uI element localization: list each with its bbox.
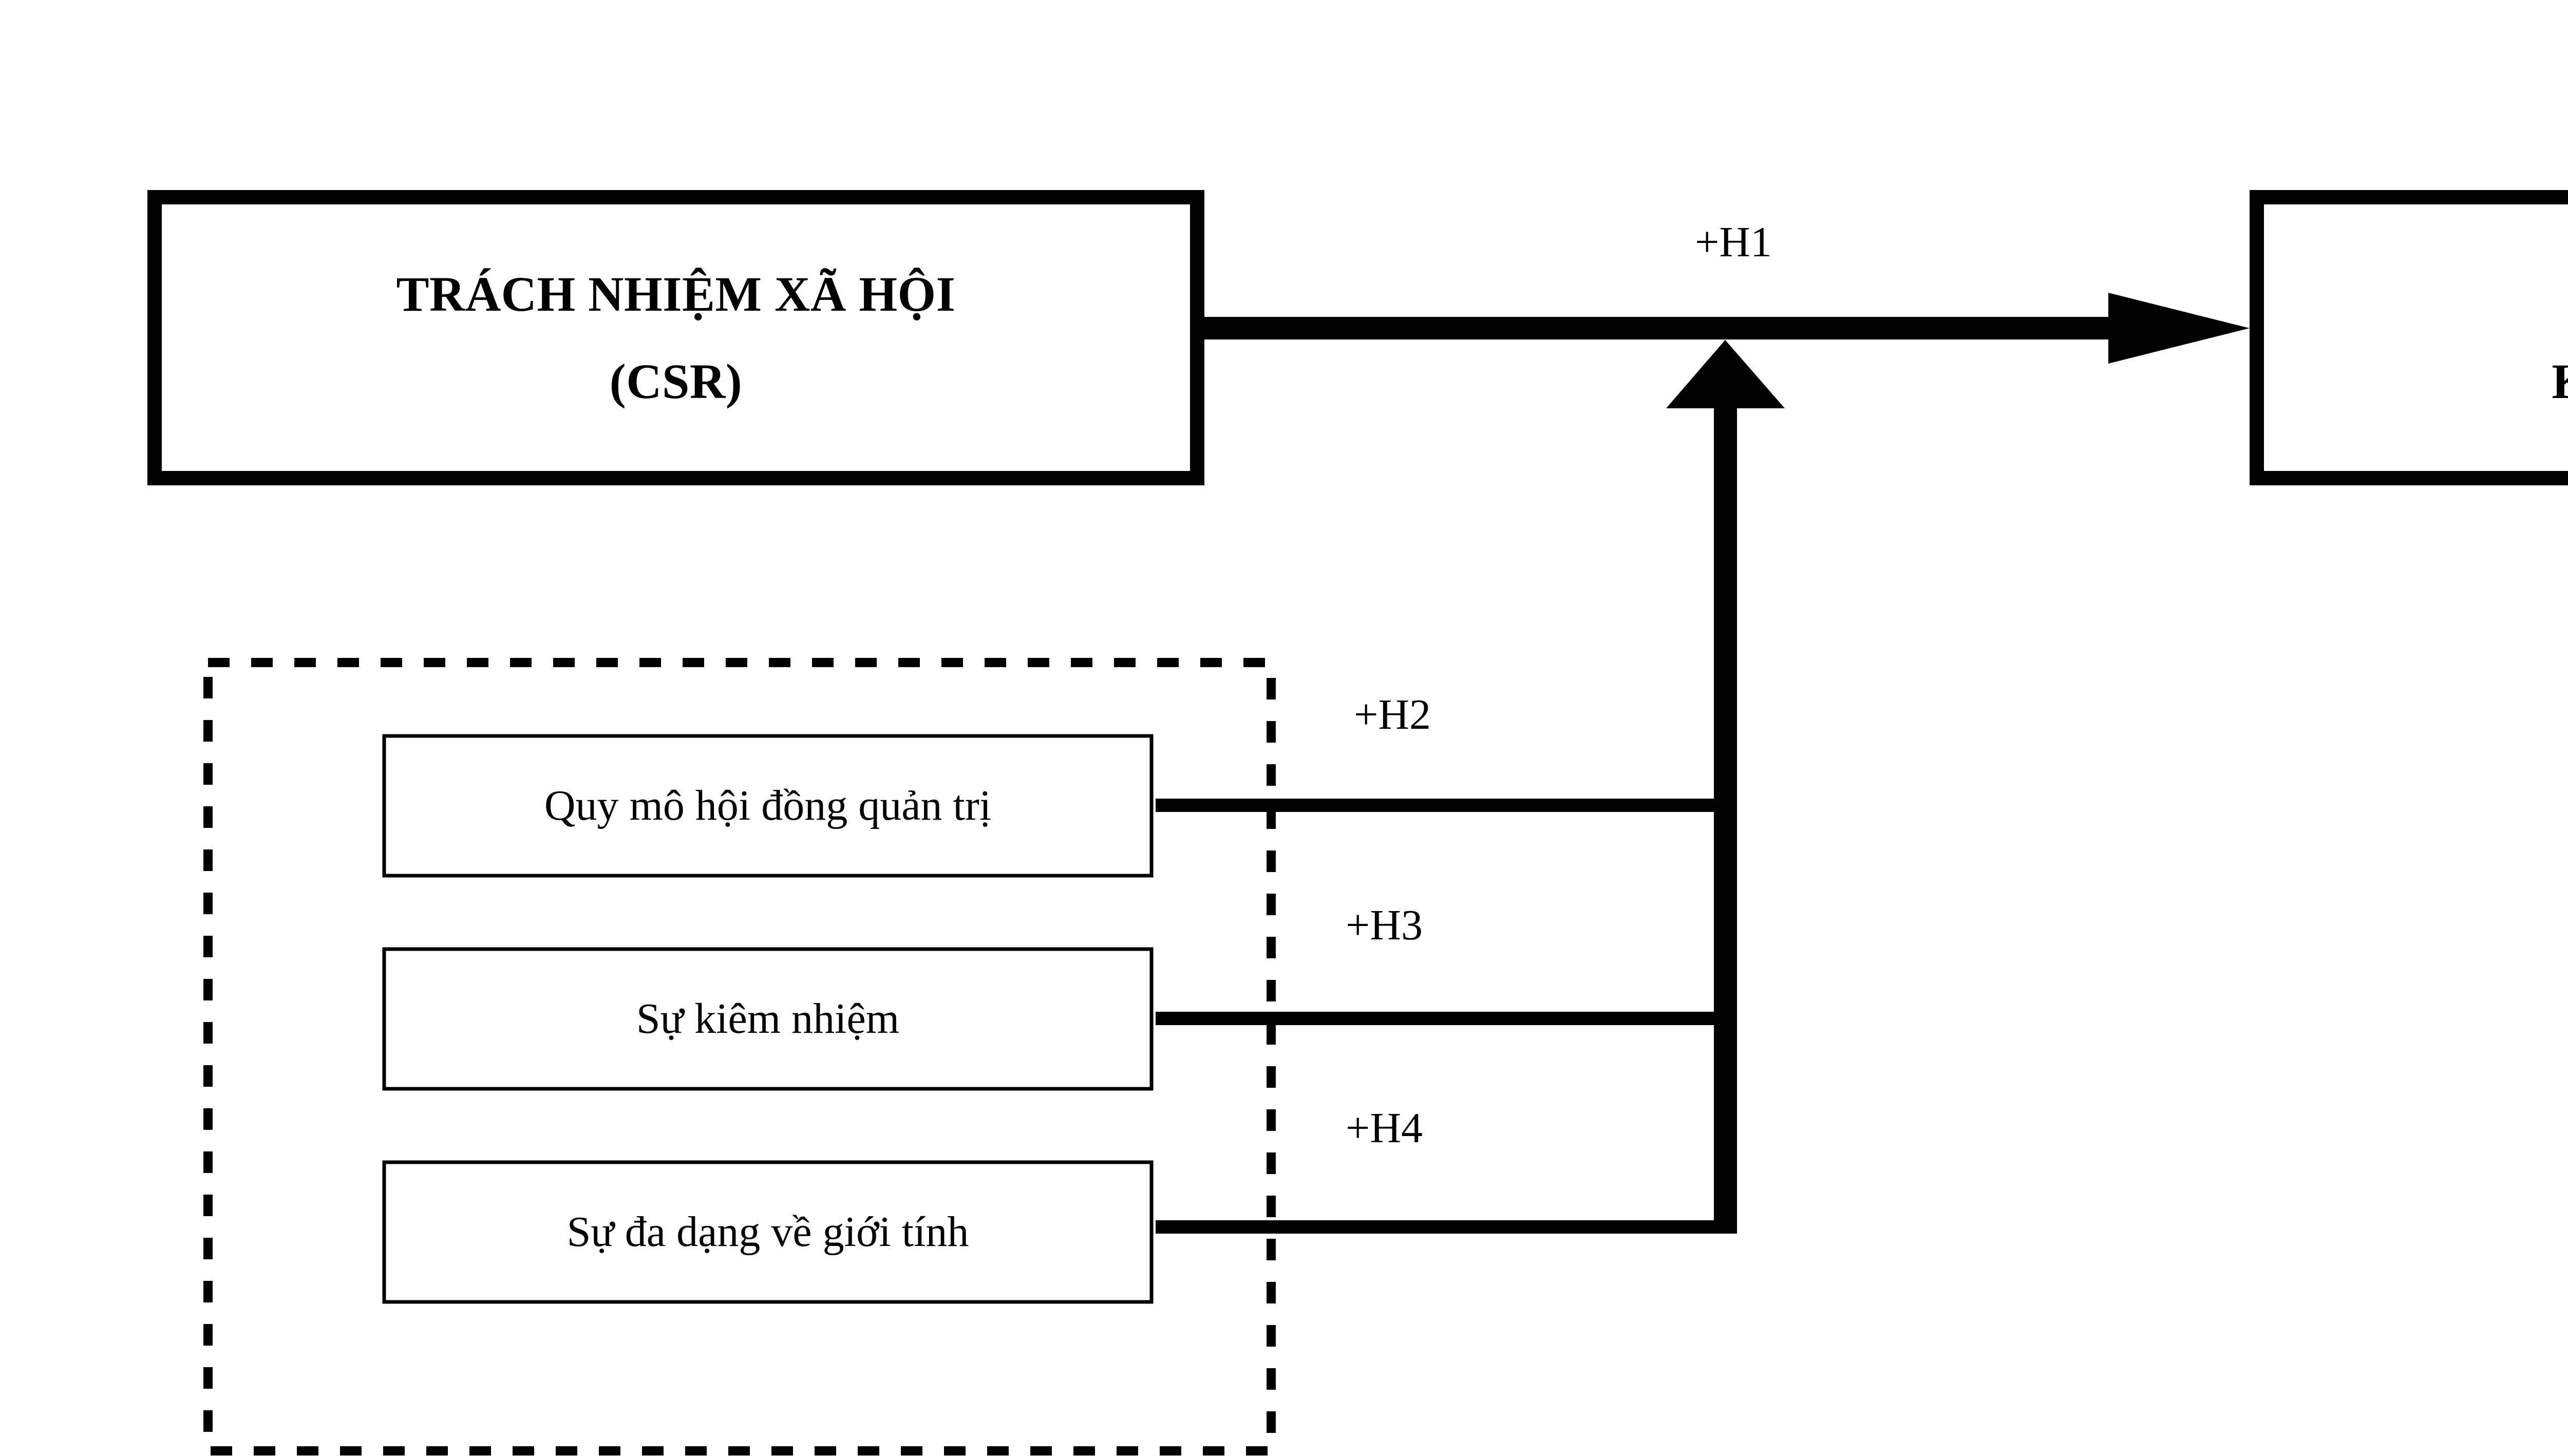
h2-label: +H2 — [1354, 691, 1431, 739]
performance-box[interactable]: HIỆU QUẢ KINH DOANH — [2257, 197, 2568, 478]
h2-connector-line — [1156, 799, 1737, 812]
board-size-box[interactable]: Quy mô hội đồng quản trị — [384, 736, 1151, 876]
h3-connector-line — [1156, 1012, 1737, 1025]
gender-diversity-box[interactable]: Sự đa dạng về giới tính — [384, 1162, 1151, 1302]
duality-box[interactable]: Sự kiêm nhiệm — [384, 949, 1151, 1089]
h1-arrow — [1204, 293, 2250, 364]
gender-diversity-box-outline — [382, 1160, 1154, 1304]
csr-box-line-2: (CSR) — [609, 353, 743, 409]
h4-label: +H4 — [1346, 1104, 1423, 1152]
h4-connector-line — [1156, 1220, 1737, 1234]
performance-box-line-2: KINH DOANH — [2552, 356, 2568, 406]
h3-label: +H3 — [1346, 901, 1423, 949]
h1-label: +H1 — [1695, 218, 1772, 266]
csr-box[interactable]: TRÁCH NHIỆM XÃ HỘI (CSR) — [155, 197, 1197, 478]
governance-group-outline — [203, 658, 1276, 1455]
moderation-arrow — [1666, 340, 1785, 1226]
board-size-box-outline — [382, 734, 1154, 878]
csr-box-outline — [147, 190, 1204, 485]
board-size-box-label: Quy mô hội đồng quản trị — [544, 782, 992, 829]
duality-box-outline — [382, 947, 1154, 1091]
csr-box-line-1: TRÁCH NHIỆM XÃ HỘI — [396, 266, 956, 322]
gender-diversity-box-label: Sự đa dạng về giới tính — [567, 1208, 969, 1256]
duality-box-label: Sự kiêm nhiệm — [636, 995, 900, 1043]
performance-box-outline — [2250, 190, 2568, 485]
